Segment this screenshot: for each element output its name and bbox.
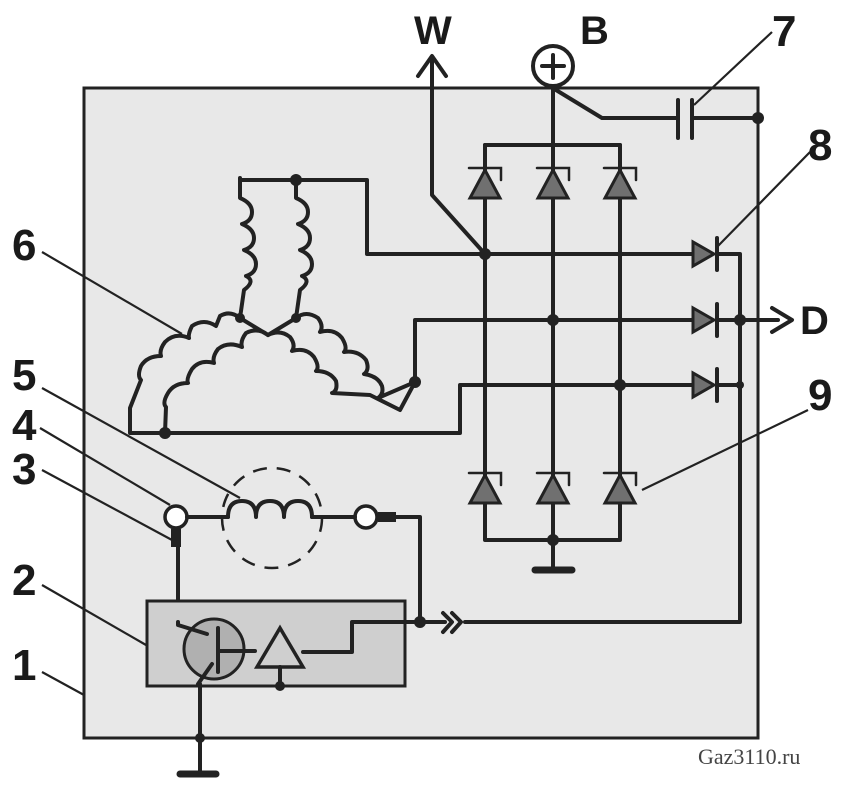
positive-diodes (467, 166, 638, 200)
callout-8: 8 (808, 121, 832, 170)
terminal-d-label: D (800, 299, 829, 343)
callout-4: 4 (12, 401, 37, 450)
terminal-w-label: W (414, 9, 452, 53)
callout-3: 3 (12, 445, 36, 494)
diode-negative-1 (467, 471, 503, 505)
slip-ring-left (163, 504, 189, 530)
diode-negative-2 (535, 471, 571, 505)
terminal-w (416, 54, 487, 256)
callout-6: 6 (12, 221, 36, 270)
brush-left (171, 529, 181, 547)
voltage-regulator (145, 599, 463, 691)
capacitor (676, 98, 764, 140)
slip-ring-right (353, 504, 379, 530)
terminal-d (770, 306, 794, 334)
stator-winding (128, 174, 421, 439)
diode-negative-3 (602, 471, 638, 505)
brush-right (378, 512, 396, 522)
terminal-b (531, 44, 680, 147)
callout-7: 7 (772, 7, 796, 56)
ground-regulator (176, 682, 220, 778)
diode-positive-1 (467, 166, 503, 200)
ground-bridge (483, 533, 622, 574)
callout-2: 2 (12, 556, 36, 605)
callout-leaders (39, 31, 811, 696)
callout-5: 5 (12, 351, 36, 400)
callout-1: 1 (12, 641, 36, 690)
diode-positive-2 (535, 166, 571, 200)
auxiliary-diodes (463, 236, 780, 624)
callout-9: 9 (808, 371, 832, 420)
negative-diodes (467, 471, 638, 505)
diode-positive-3 (602, 166, 638, 200)
terminal-b-label: B (580, 9, 609, 53)
watermark: Gaz3110.ru (698, 744, 800, 769)
